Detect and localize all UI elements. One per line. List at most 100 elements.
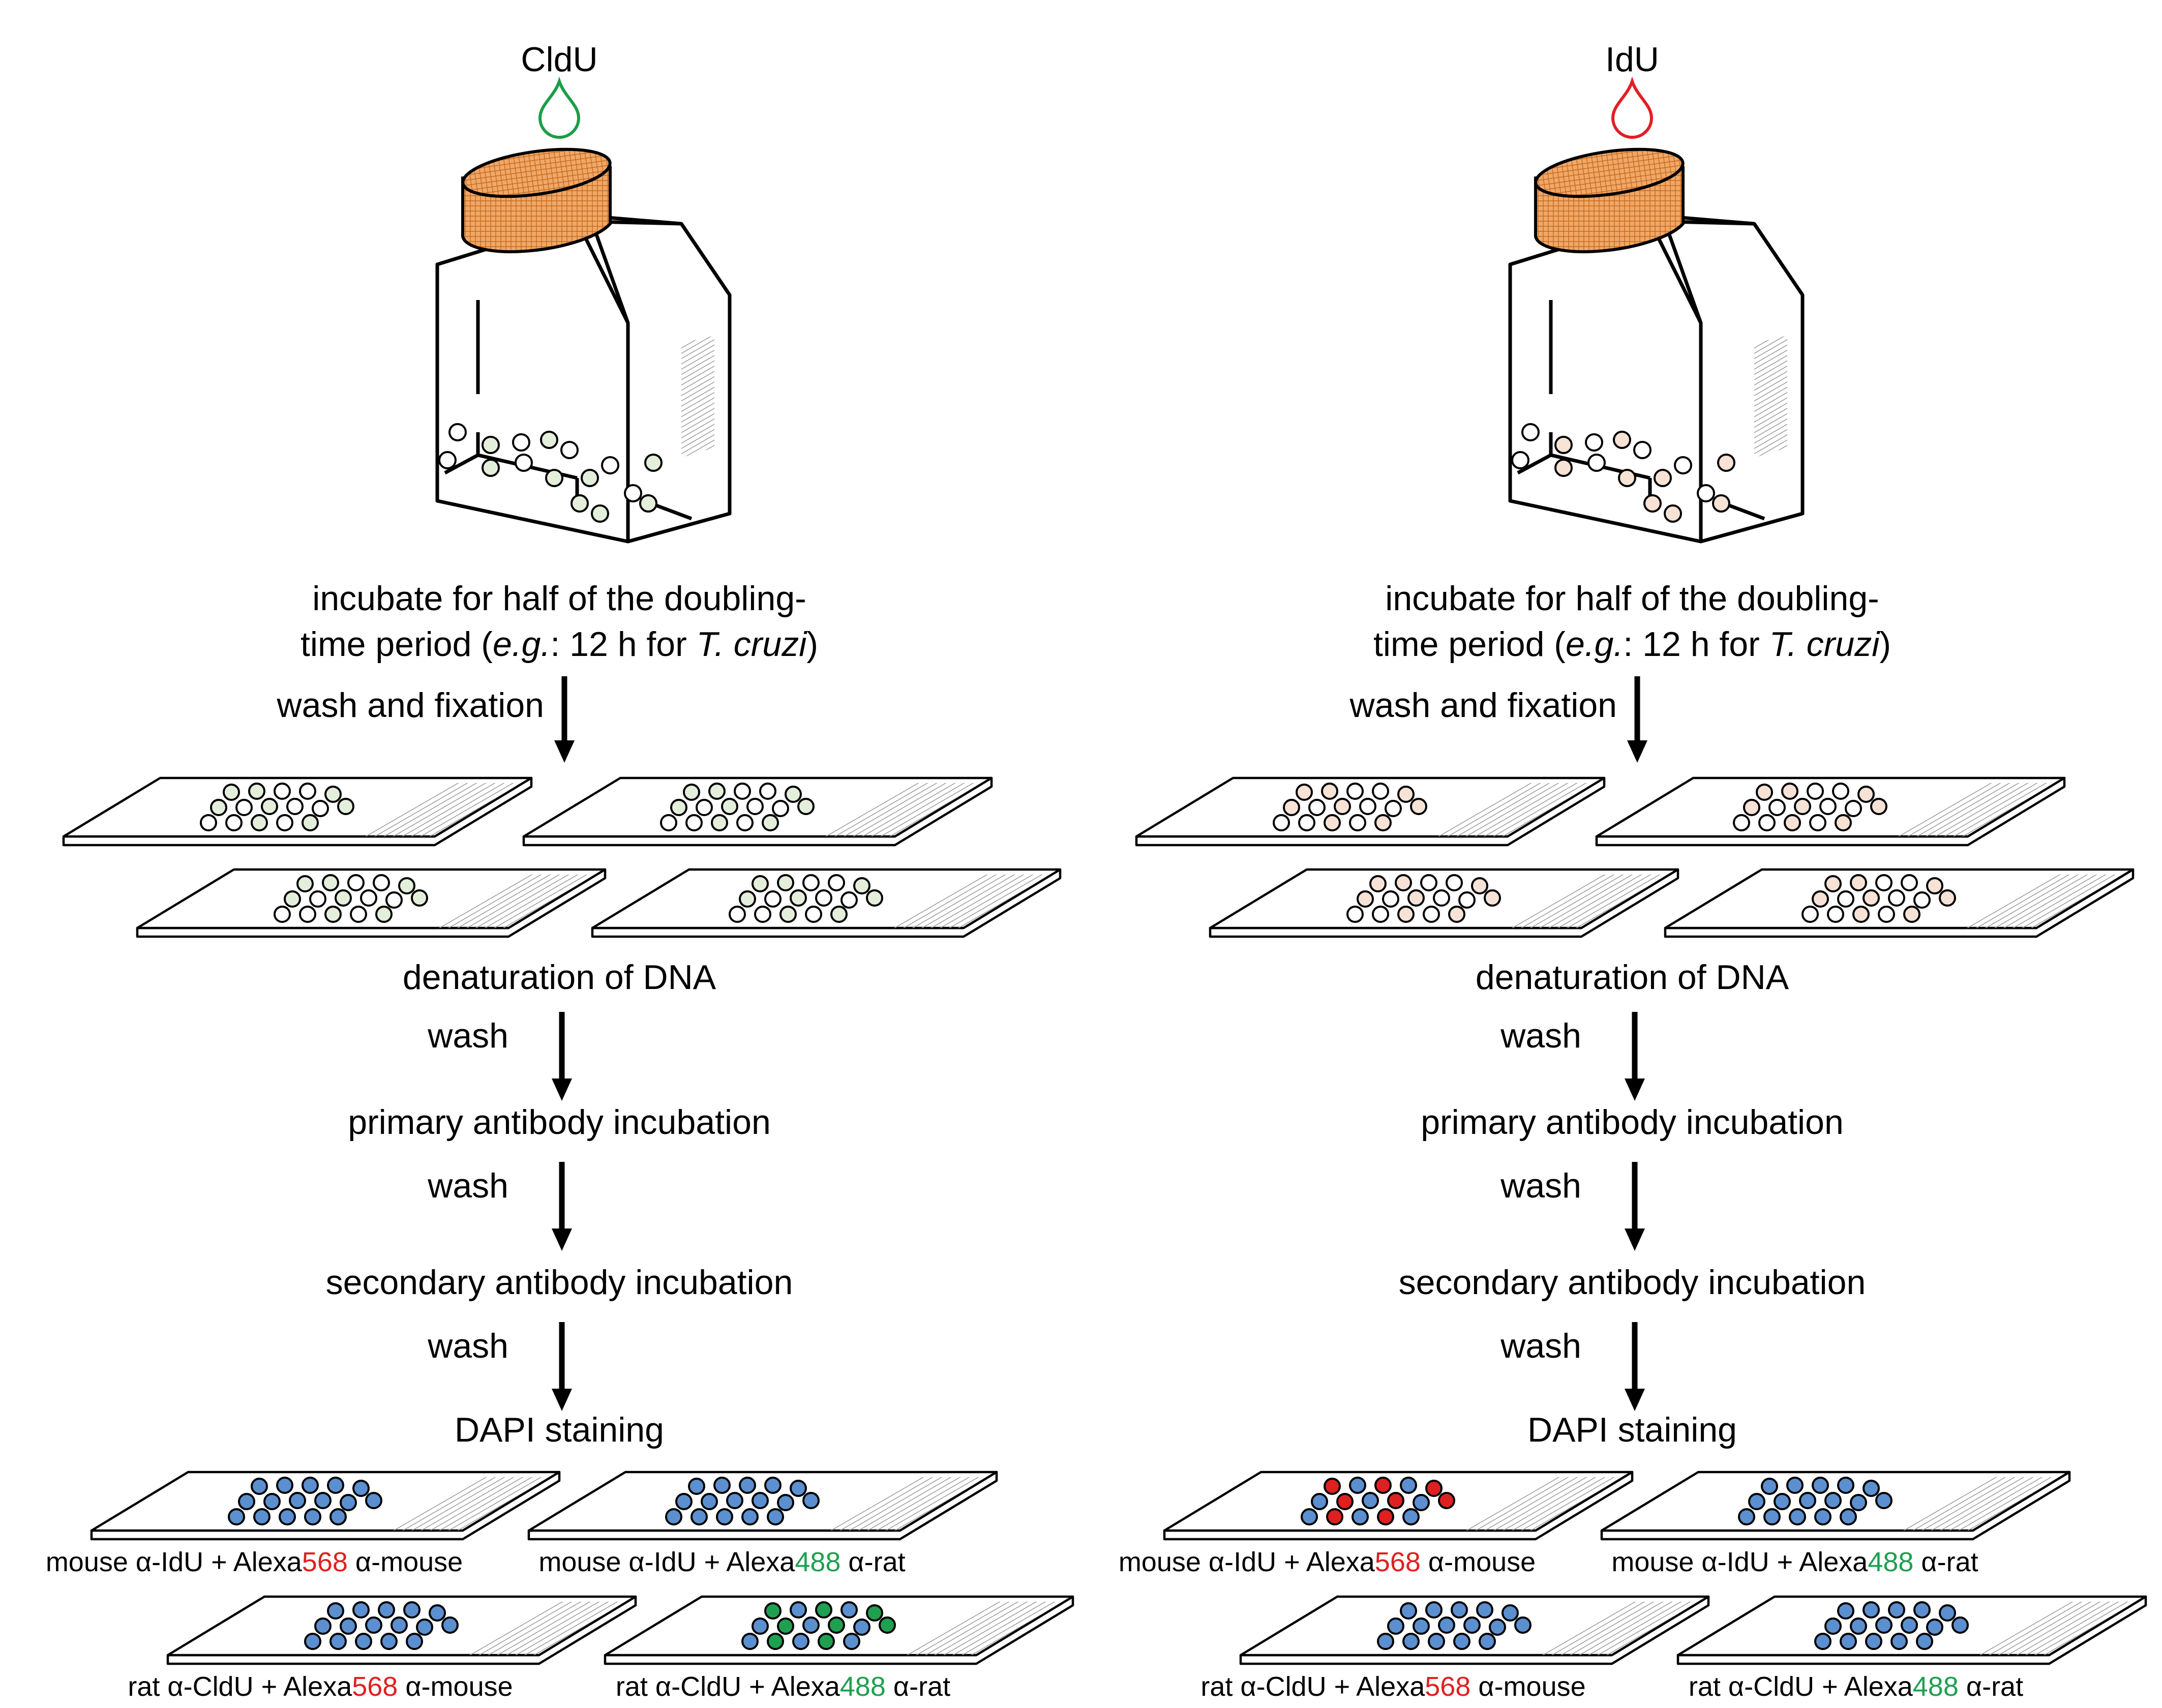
cell <box>429 1604 446 1622</box>
cell <box>350 906 367 923</box>
slide-frosted-end <box>903 1602 1063 1655</box>
cell <box>1438 1492 1455 1509</box>
cell <box>1400 1477 1417 1494</box>
cell <box>373 874 390 891</box>
result-slide <box>1163 1471 1634 1541</box>
cell <box>482 436 500 454</box>
cell <box>1374 1477 1392 1494</box>
cell <box>1387 1617 1404 1635</box>
cell <box>777 1617 794 1635</box>
cell <box>228 1508 245 1525</box>
cell <box>764 1602 782 1620</box>
cell <box>512 433 530 452</box>
cell <box>713 1477 731 1494</box>
cell <box>746 798 764 815</box>
cell <box>411 889 428 907</box>
cell <box>1850 874 1867 891</box>
cell <box>1587 454 1606 472</box>
cell <box>1479 1633 1496 1650</box>
cell <box>1283 799 1300 816</box>
cell <box>739 890 756 908</box>
cell <box>1878 906 1895 923</box>
cell <box>1410 798 1427 815</box>
cell <box>1385 800 1402 817</box>
cell <box>739 1477 756 1494</box>
cell <box>779 906 797 923</box>
cell <box>1743 799 1760 816</box>
cell <box>790 1480 807 1497</box>
cell <box>1837 1602 1854 1620</box>
cell <box>1875 874 1893 891</box>
cell <box>1875 1616 1893 1634</box>
cell <box>337 798 354 815</box>
flask-cap <box>461 147 612 254</box>
cell <box>1308 799 1326 816</box>
slide-frosted-end <box>1462 1477 1622 1531</box>
caption-secondary: α-rat <box>1959 1671 2023 1702</box>
cell <box>1446 874 1463 891</box>
cell <box>1835 814 1852 831</box>
microscope-slide-icon <box>1664 868 2135 938</box>
cell <box>289 1492 306 1509</box>
cell <box>675 1493 693 1510</box>
cell <box>1346 783 1364 800</box>
caption-secondary: α-rat <box>840 1547 905 1577</box>
cell <box>329 1633 347 1650</box>
cell <box>1372 906 1389 923</box>
cell <box>752 1617 769 1635</box>
caption-secondary: α-mouse <box>348 1547 463 1577</box>
analog-label: IdU <box>1605 40 1659 79</box>
cell <box>263 1493 281 1510</box>
cell <box>1837 890 1854 908</box>
cell <box>1863 1601 1880 1619</box>
step-wash-3: wash <box>427 1327 508 1365</box>
cell <box>1420 874 1437 891</box>
cell <box>416 1619 433 1636</box>
cell <box>1402 1508 1420 1525</box>
slide-caption: rat α-CldU + Alexa568 α-mouse <box>1200 1671 1585 1702</box>
slide-caption: mouse α-IdU + Alexa488 α-rat <box>1611 1547 1978 1577</box>
cell <box>1397 906 1415 923</box>
cell <box>685 814 703 831</box>
cell <box>1324 1478 1341 1495</box>
cell <box>1697 484 1715 502</box>
cell <box>726 1492 743 1509</box>
cell <box>324 786 342 803</box>
cell <box>1400 1602 1417 1620</box>
cell <box>378 1601 395 1619</box>
cell <box>1748 1493 1765 1510</box>
cell <box>830 906 848 923</box>
cell <box>790 889 807 907</box>
cell <box>261 798 278 815</box>
cell <box>1738 1508 1755 1525</box>
cell <box>314 1617 332 1635</box>
cell <box>1850 1494 1867 1511</box>
cell <box>225 814 243 831</box>
cell <box>639 494 657 513</box>
cell <box>385 891 403 909</box>
microscope-slide-icon <box>522 776 993 847</box>
cell <box>1840 1508 1857 1525</box>
cell <box>1357 890 1374 908</box>
slide-frosted-end <box>361 783 521 836</box>
cell <box>1407 889 1425 907</box>
cell <box>764 1477 782 1494</box>
cell <box>879 1616 896 1634</box>
cell <box>1448 906 1465 923</box>
slide-frosted-end <box>826 1477 986 1531</box>
cell <box>1888 889 1905 907</box>
step-wash-1: wash <box>427 1016 508 1055</box>
cell <box>302 1477 319 1494</box>
cell <box>347 874 365 891</box>
down-arrow-icon <box>1625 1012 1645 1101</box>
cell <box>683 784 700 801</box>
microscope-slide-icon <box>62 776 533 847</box>
cell <box>1875 1492 1893 1509</box>
cell <box>1296 784 1313 801</box>
cell <box>1458 891 1476 909</box>
slide-caption: rat α-CldU + Alexa568 α-mouse <box>128 1671 513 1702</box>
flask-front-face <box>1508 219 1703 544</box>
cell <box>1824 1492 1842 1509</box>
step-dapi-staining: DAPI staining <box>1527 1411 1737 1449</box>
